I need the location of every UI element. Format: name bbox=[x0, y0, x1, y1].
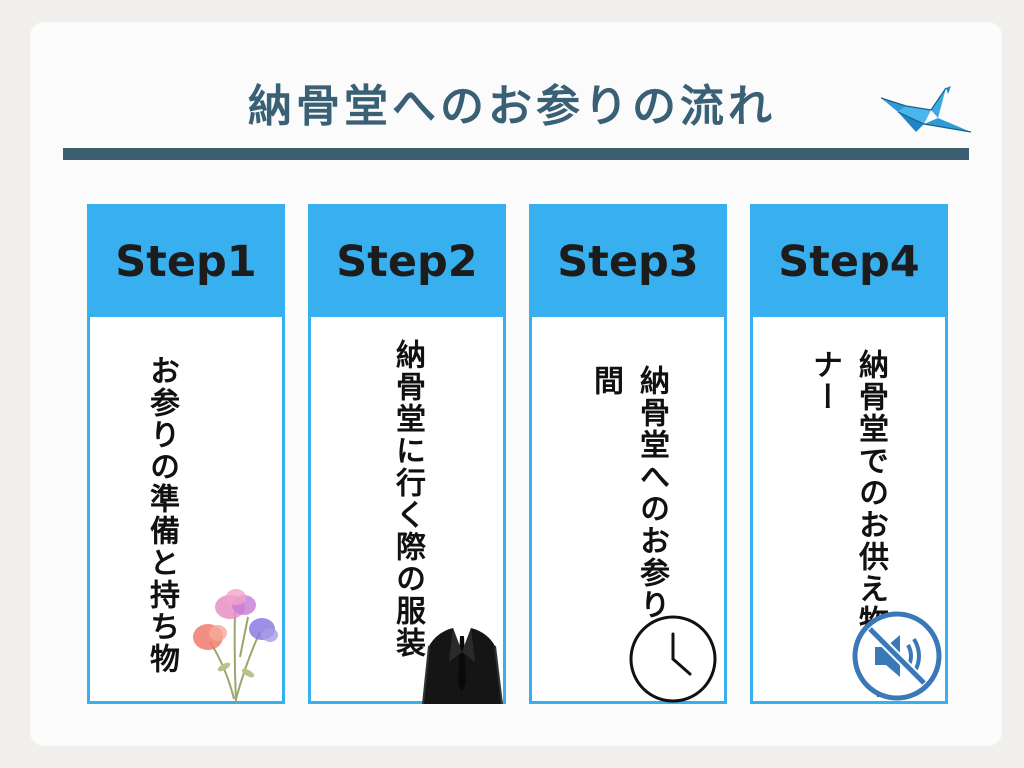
step-card-4: Step4 納骨堂でのお供え物とマナー bbox=[750, 204, 948, 704]
step-2-line-1: 納骨堂に行く際の服装 bbox=[390, 339, 425, 659]
step-label-1: Step1 bbox=[115, 237, 257, 287]
paper-crane-icon bbox=[880, 86, 972, 133]
title-underline bbox=[63, 148, 969, 160]
step-header-2: Step2 bbox=[311, 207, 503, 317]
mute-icon bbox=[852, 611, 942, 701]
step-label-2: Step2 bbox=[336, 237, 478, 287]
step-text-1: お参りの準備と持ち物 bbox=[138, 355, 184, 675]
step-card-1: Step1 お参りの準備と持ち物 bbox=[87, 204, 285, 704]
black-suit-icon bbox=[422, 628, 503, 704]
step-4-line-1: 納骨堂での bbox=[853, 349, 888, 509]
page-title: 納骨堂へのお参りの流れ bbox=[248, 81, 776, 132]
step-label-4: Step4 bbox=[778, 237, 920, 287]
step-header-1: Step1 bbox=[90, 207, 282, 317]
clock-icon bbox=[629, 615, 717, 703]
step-3-line-1: 納骨堂への bbox=[634, 365, 669, 525]
step-header-4: Step4 bbox=[753, 207, 945, 317]
step-card-3: Step3 納骨堂へのお参りの時間 bbox=[529, 204, 727, 704]
step-1-line-1: お参りの準備と bbox=[144, 355, 179, 579]
step-1-line-2: 持ち物 bbox=[144, 579, 179, 675]
step-text-2: 納骨堂に行く際の服装 bbox=[384, 339, 430, 659]
flowers-icon bbox=[193, 589, 278, 704]
step-label-3: Step3 bbox=[557, 237, 699, 287]
step-header-3: Step3 bbox=[532, 207, 724, 317]
step-card-2: Step2 納骨堂に行く際の服装 bbox=[308, 204, 506, 704]
